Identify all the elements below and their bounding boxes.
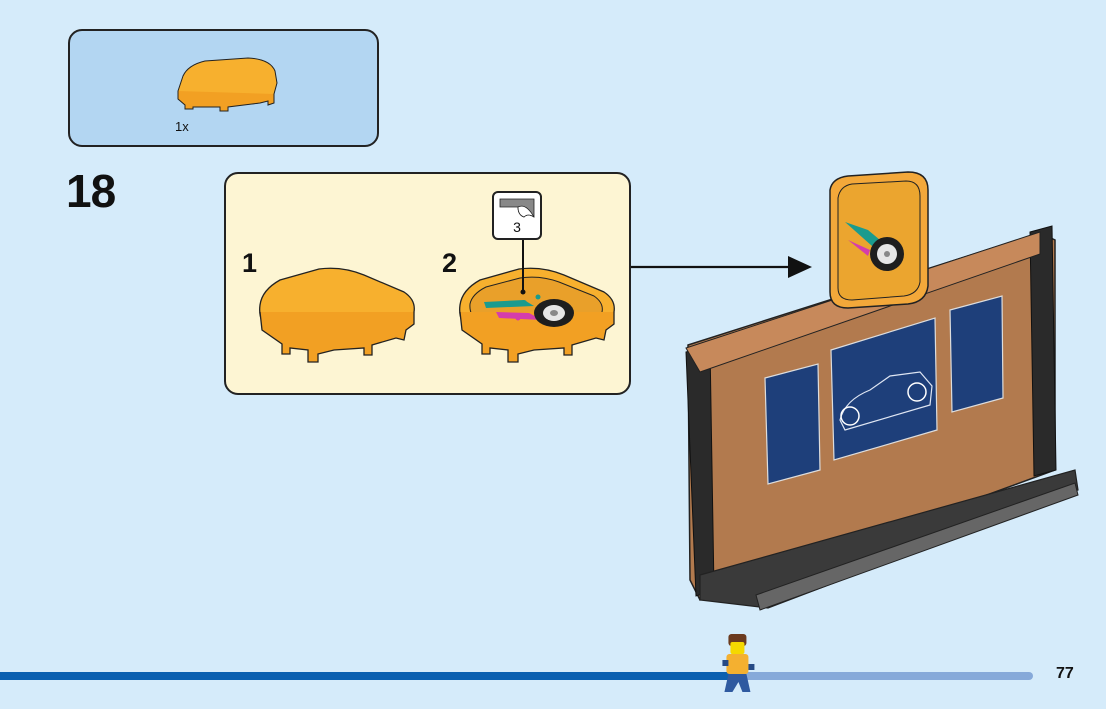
- placement-arrow-icon: [631, 256, 812, 278]
- sticker-peel-icon: [499, 198, 535, 218]
- step-number: 18: [66, 165, 116, 217]
- sub-assembly-box: 1 2: [224, 172, 631, 395]
- parts-callout-box: 1x: [68, 29, 379, 147]
- progress-done: [0, 672, 734, 680]
- sub-step-illustrations: [259, 238, 615, 363]
- page-number: 77: [1056, 665, 1074, 682]
- sticker-callout: 3: [492, 191, 542, 240]
- orange-sign-icon: [829, 171, 929, 309]
- orange-tile-with-sticker-icon: [459, 238, 615, 363]
- sticker-number: 3: [513, 219, 521, 235]
- sub-step-label: 2: [442, 248, 458, 278]
- orange-tile-icon: [259, 267, 415, 363]
- minifigure-progress-icon: [722, 634, 755, 692]
- sub-step-label: 1: [242, 248, 258, 278]
- orange-tile-icon: [177, 57, 278, 112]
- part-quantity: 1x: [175, 119, 189, 134]
